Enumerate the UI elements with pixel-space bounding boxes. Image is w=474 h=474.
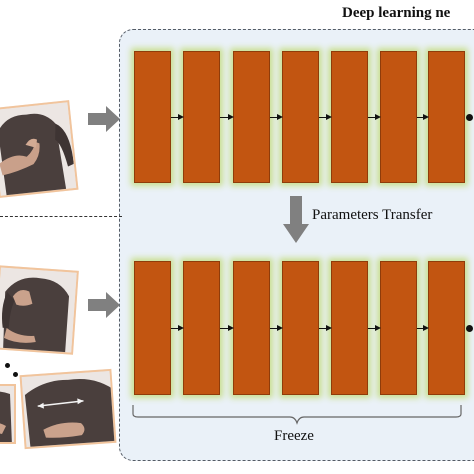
source-connector-3	[270, 112, 283, 122]
gray-right-arrow-icon	[88, 292, 120, 318]
target-connector-3	[270, 323, 283, 333]
target-connector-6	[417, 323, 429, 333]
source-connector-6	[417, 112, 429, 122]
target-layer-4	[282, 261, 319, 395]
diagram-title: Deep learning ne	[342, 5, 451, 21]
freeze-label: Freeze	[274, 428, 314, 444]
ellipsis-dot-2	[13, 372, 18, 377]
target-layer-6	[380, 261, 417, 395]
target-layer-5	[331, 261, 368, 395]
source-connector-4	[319, 112, 332, 122]
target-layer-7	[428, 261, 465, 395]
target-connector-5	[368, 323, 381, 333]
source-connector-1	[171, 112, 184, 122]
source-layer-2	[183, 51, 220, 183]
target-output-dot	[466, 325, 473, 332]
sign-language-photo-4	[0, 384, 16, 444]
sign-language-photo-3	[19, 368, 117, 450]
source-layer-3	[233, 51, 270, 183]
sign-language-photo-1	[0, 100, 79, 198]
source-connector-2	[220, 112, 234, 122]
target-layer-3	[233, 261, 270, 395]
target-connector-2	[220, 323, 234, 333]
target-layer-1	[134, 261, 171, 395]
source-layer-5	[331, 51, 368, 183]
source-layer-1	[134, 51, 171, 183]
source-connector-5	[368, 112, 381, 122]
freeze-brace	[132, 405, 462, 425]
gray-down-arrow-icon	[283, 196, 309, 243]
target-connector-4	[319, 323, 332, 333]
source-layer-4	[282, 51, 319, 183]
target-layer-2	[183, 261, 220, 395]
ellipsis-dot-1	[5, 363, 10, 368]
section-divider	[0, 216, 122, 217]
parameters-transfer-label: Parameters Transfer	[312, 207, 433, 223]
gray-right-arrow-icon	[88, 106, 120, 132]
source-layer-7	[428, 51, 465, 183]
sign-language-photo-2	[0, 265, 79, 355]
target-connector-1	[171, 323, 184, 333]
source-output-dot	[466, 114, 473, 121]
source-layer-6	[380, 51, 417, 183]
